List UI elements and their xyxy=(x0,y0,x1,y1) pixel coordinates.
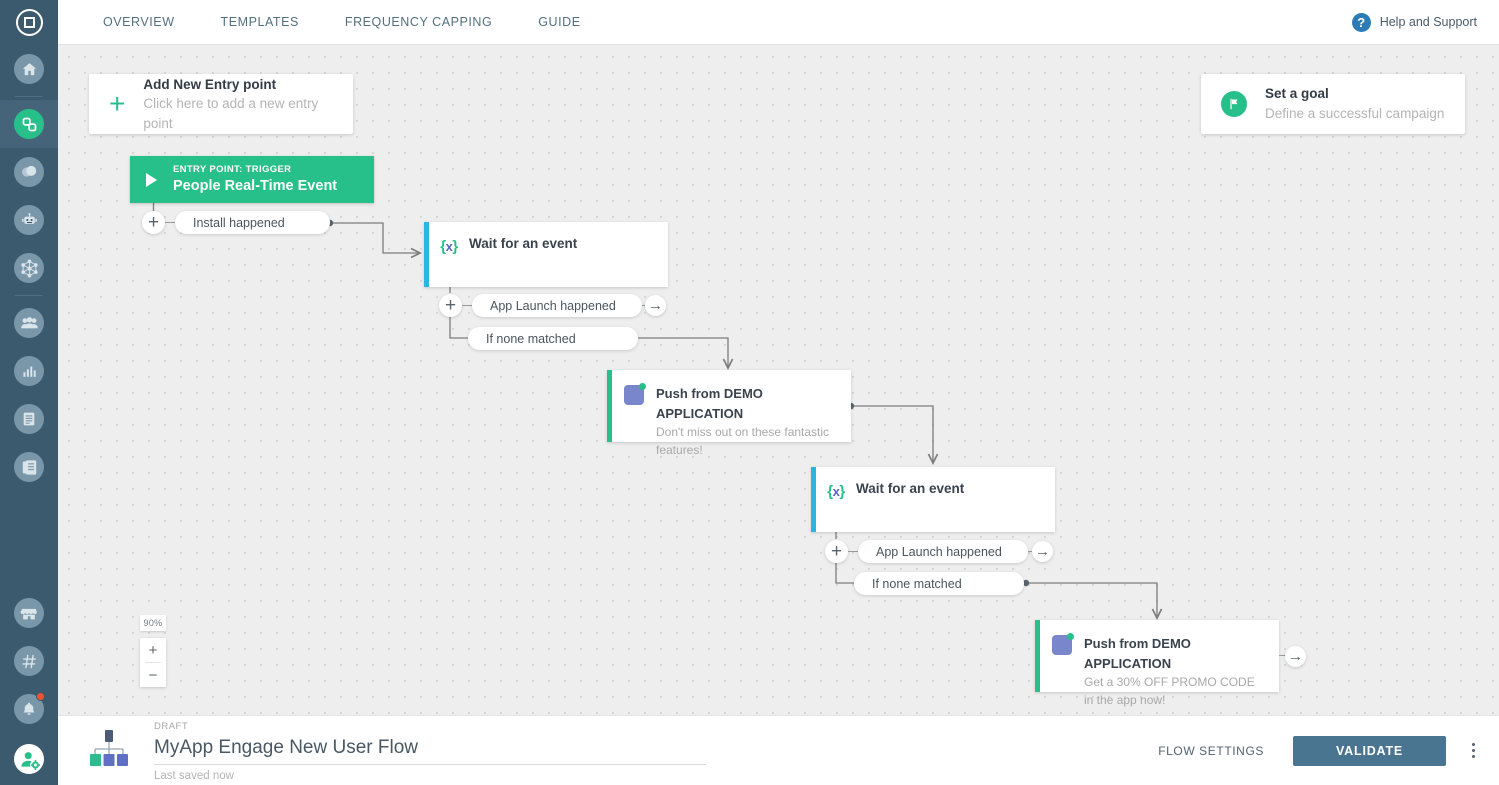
goto-step-knob-2[interactable]: → xyxy=(1032,541,1053,562)
set-a-goal-card[interactable]: Set a goal Define a successful campaign xyxy=(1201,74,1465,134)
plus-icon: + xyxy=(109,88,126,119)
hash-icon xyxy=(14,646,44,676)
documents-stack-icon xyxy=(14,452,44,482)
help-and-support-button[interactable]: ? Help and Support xyxy=(1351,12,1477,32)
sidebar-item-reports[interactable] xyxy=(0,395,58,443)
wait-for-event-node-1[interactable]: {x} Wait for an event xyxy=(424,222,668,287)
push-node-2[interactable]: Push from DEMO APPLICATION Get a 30% OFF… xyxy=(1035,620,1279,707)
branch-if-none-matched-1[interactable]: If none matched xyxy=(468,327,638,350)
target-logo-icon xyxy=(15,9,43,36)
bottom-actions: FLOW SETTINGS VALIDATE xyxy=(1158,735,1475,766)
tab-overview[interactable]: OVERVIEW xyxy=(103,15,175,29)
notification-badge xyxy=(36,692,45,701)
zoom-level-label: 90% xyxy=(140,615,166,631)
sidebar-item-home[interactable] xyxy=(0,45,58,93)
user-gear-icon xyxy=(14,744,44,774)
push-app-icon xyxy=(612,383,656,405)
top-nav-list: OVERVIEW TEMPLATES FREQUENCY CAPPING GUI… xyxy=(80,0,604,45)
set-goal-subtitle: Define a successful campaign xyxy=(1265,106,1445,121)
validate-button[interactable]: VALIDATE xyxy=(1293,735,1446,766)
flow-status-label: DRAFT xyxy=(154,720,189,732)
sidebar-item-library[interactable] xyxy=(0,443,58,491)
store-icon xyxy=(14,598,44,628)
document-icon xyxy=(14,404,44,434)
flow-meta: DRAFT MyApp Engage New User Flow Last sa… xyxy=(154,719,706,783)
zoom-control: 90% + − xyxy=(140,615,166,687)
push-node-title-2: Push from DEMO APPLICATION xyxy=(1084,636,1191,671)
entry-point-title: People Real-Time Event xyxy=(173,177,338,194)
wait-for-event-node-2[interactable]: {x} Wait for an event xyxy=(811,467,1055,532)
sidebar-divider-1 xyxy=(15,96,43,97)
push-node-subtitle-2: Get a 30% OFF PROMO CODE in the app now! xyxy=(1084,675,1255,707)
tab-templates[interactable]: TEMPLATES xyxy=(220,15,299,29)
branch-install-happened[interactable]: Install happened xyxy=(175,211,330,234)
help-and-support-label: Help and Support xyxy=(1379,15,1477,29)
top-navigation-bar: OVERVIEW TEMPLATES FREQUENCY CAPPING GUI… xyxy=(58,0,1499,45)
tab-guide[interactable]: GUIDE xyxy=(538,15,581,29)
app-logo[interactable] xyxy=(0,0,58,45)
connector-stub-1 xyxy=(165,222,175,224)
sidebar-item-marketplace[interactable] xyxy=(0,589,58,637)
chat-bubble-icon xyxy=(14,157,44,187)
connector-stub-6 xyxy=(1279,655,1290,657)
connector-stub-2 xyxy=(462,305,472,307)
bell-icon xyxy=(14,694,44,724)
sidebar-item-analytics[interactable] xyxy=(0,347,58,395)
sidebar-item-messages[interactable] xyxy=(0,148,58,196)
sidebar-item-audience[interactable] xyxy=(0,299,58,347)
bar-chart-icon xyxy=(14,356,44,386)
sidebar-item-journeys[interactable] xyxy=(0,100,58,148)
kebab-menu-icon[interactable] xyxy=(1472,743,1475,758)
connector-stub-4 xyxy=(848,551,858,553)
push-node-subtitle-1: Don't miss out on these fantastic featur… xyxy=(656,425,830,457)
zoom-divider xyxy=(145,662,161,663)
network-nodes-icon xyxy=(14,253,44,283)
flow-saved-status: Last saved now xyxy=(154,770,234,783)
push-app-icon xyxy=(1040,633,1084,655)
flow-canvas[interactable]: + Add New Entry point Click here to add … xyxy=(58,45,1499,715)
entry-point-kicker: ENTRY POINT: TRIGGER xyxy=(173,163,292,175)
flow-diagram-icon xyxy=(86,728,132,773)
expression-braces-icon: {x} xyxy=(440,238,458,255)
left-sidebar xyxy=(0,0,58,785)
flag-icon xyxy=(1221,91,1247,117)
add-step-knob-entry[interactable]: + xyxy=(142,211,165,234)
sidebar-item-notifications[interactable] xyxy=(0,685,58,733)
sidebar-item-account-settings[interactable] xyxy=(0,733,58,785)
push-node-1[interactable]: Push from DEMO APPLICATION Don't miss ou… xyxy=(607,370,851,457)
goto-step-knob-3[interactable]: → xyxy=(1285,646,1306,667)
add-entry-subtitle: Click here to add a new entry point xyxy=(143,96,319,131)
help-circle-icon: ? xyxy=(1351,12,1371,32)
entry-point-node[interactable]: ENTRY POINT: TRIGGER People Real-Time Ev… xyxy=(130,156,374,203)
play-icon xyxy=(146,172,157,187)
add-entry-title: Add New Entry point xyxy=(143,76,277,92)
bottom-action-bar: DRAFT MyApp Engage New User Flow Last sa… xyxy=(58,715,1499,785)
add-step-knob-wait-1[interactable]: + xyxy=(439,294,462,317)
tab-frequency-capping[interactable]: FREQUENCY CAPPING xyxy=(344,15,493,29)
add-new-entry-point-card[interactable]: + Add New Entry point Click here to add … xyxy=(89,74,353,134)
robot-icon xyxy=(14,205,44,235)
zoom-out-button[interactable]: − xyxy=(148,666,158,684)
zoom-in-button[interactable]: + xyxy=(148,641,158,659)
set-goal-title: Set a goal xyxy=(1265,86,1329,102)
goto-step-knob-1[interactable]: → xyxy=(645,295,666,316)
wait-node-title-1: Wait for an event xyxy=(469,236,578,251)
zoom-buttons: + − xyxy=(140,638,166,687)
flow-settings-button[interactable]: FLOW SETTINGS xyxy=(1158,743,1264,758)
sidebar-item-data-model[interactable] xyxy=(0,244,58,292)
people-icon xyxy=(14,308,44,338)
push-node-title-1: Push from DEMO APPLICATION xyxy=(656,386,763,421)
journeys-icon xyxy=(14,109,44,139)
flow-name-input[interactable]: MyApp Engage New User Flow xyxy=(154,734,706,766)
expression-braces-icon: {x} xyxy=(827,483,845,500)
wait-node-title-2: Wait for an event xyxy=(856,481,965,496)
sidebar-item-bots[interactable] xyxy=(0,196,58,244)
branch-app-launch-happened-1[interactable]: App Launch happened xyxy=(472,294,642,317)
home-icon xyxy=(14,54,44,84)
sidebar-item-channels[interactable] xyxy=(0,637,58,685)
branch-if-none-matched-2[interactable]: If none matched xyxy=(854,572,1024,595)
branch-app-launch-happened-2[interactable]: App Launch happened xyxy=(858,540,1028,563)
sidebar-divider-2 xyxy=(15,295,43,296)
add-step-knob-wait-2[interactable]: + xyxy=(825,540,848,563)
